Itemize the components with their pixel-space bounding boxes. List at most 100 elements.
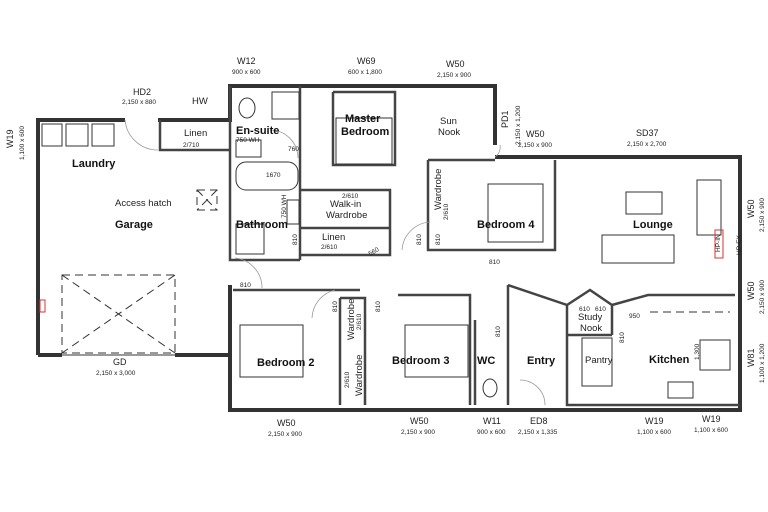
toilet-icon bbox=[238, 97, 256, 119]
room-sun-2: Nook bbox=[438, 127, 460, 138]
dim-560: 560 bbox=[368, 246, 381, 258]
window-size: 1,100 x 600 bbox=[637, 429, 671, 436]
study-610a: 610 bbox=[579, 306, 590, 313]
window-code: W69 bbox=[357, 56, 376, 66]
room-linen: Linen bbox=[184, 128, 207, 139]
room-bedroom-3: Bedroom 3 bbox=[392, 355, 449, 367]
bath-icon bbox=[235, 161, 299, 191]
meter-box-icon bbox=[39, 299, 46, 313]
laundry-tub bbox=[41, 123, 63, 147]
room-bedroom-4: Bedroom 4 bbox=[477, 219, 535, 231]
walkin-dim: 2/610 bbox=[342, 193, 359, 200]
window-size: 900 x 600 bbox=[232, 69, 261, 76]
room-bedroom-2: Bedroom 2 bbox=[257, 357, 314, 369]
fixtures bbox=[39, 91, 731, 399]
window-size: 2,150 x 900 bbox=[437, 72, 471, 79]
window-code: W19 bbox=[702, 414, 721, 424]
room-lounge: Lounge bbox=[633, 219, 673, 231]
sofa-icon bbox=[601, 234, 675, 264]
room-study-2: Nook bbox=[580, 323, 602, 334]
door-size: 2,150 x 3,000 bbox=[96, 370, 136, 377]
door-size: 2,150 x 2,700 bbox=[627, 141, 667, 148]
dim-760: 760 bbox=[288, 146, 299, 153]
access-hatch-icon bbox=[196, 189, 218, 211]
window-code: W19 bbox=[5, 129, 15, 148]
window-code: W50 bbox=[746, 199, 756, 218]
toilet-icon bbox=[482, 378, 498, 398]
dim-810-bath: 810 bbox=[292, 234, 299, 245]
access-hatch-label: Access hatch bbox=[115, 198, 172, 209]
room-study-1: Study bbox=[578, 312, 603, 323]
linen-dim: 2/710 bbox=[183, 142, 200, 149]
dim-1300: 1,300 bbox=[694, 343, 701, 360]
window-size: 2,150 x 880 bbox=[122, 99, 156, 106]
wardrobe-2b-dim: 2/610 bbox=[344, 371, 351, 388]
room-sun-1: Sun bbox=[440, 116, 457, 127]
bath-wh: 750 WH bbox=[281, 194, 288, 218]
room-bathroom: Bathroom bbox=[236, 219, 288, 231]
dim-810: 810 bbox=[416, 234, 423, 245]
window-code: W11 bbox=[483, 416, 501, 426]
room-master-1: Master bbox=[345, 113, 381, 125]
washing-machine bbox=[65, 123, 89, 147]
linen-2-dim: 2/610 bbox=[321, 244, 338, 251]
coffee-table-icon bbox=[625, 191, 663, 215]
dim-810: 810 bbox=[489, 259, 500, 266]
window-size: 2,150 x 900 bbox=[268, 431, 302, 438]
window-size: 2,150 x 900 bbox=[518, 142, 552, 149]
window-labels: W19 1,100 x 600 HD2 2,150 x 880 W12 900 … bbox=[5, 56, 766, 438]
hp-in-label: HP-IN bbox=[715, 234, 722, 252]
window-code: W50 bbox=[526, 129, 545, 139]
room-entry: Entry bbox=[527, 355, 556, 367]
window-size: 2,150 x 900 bbox=[401, 429, 435, 436]
room-wardrobe-2b: Wardrobe bbox=[354, 355, 365, 396]
window-code: W12 bbox=[237, 56, 256, 66]
dim-810: 810 bbox=[435, 234, 442, 245]
window-size: 900 x 600 bbox=[477, 429, 506, 436]
door-code: PD1 bbox=[500, 110, 510, 128]
interior-walls bbox=[158, 86, 740, 407]
bed-icon bbox=[487, 183, 544, 243]
window-code: W19 bbox=[645, 416, 664, 426]
heat-pump-icon bbox=[714, 229, 724, 259]
room-garage: Garage bbox=[115, 219, 153, 231]
study-610b: 610 bbox=[595, 306, 606, 313]
window-size: 1,100 x 1,200 bbox=[759, 343, 766, 383]
bed-icon bbox=[335, 117, 393, 165]
room-wc: WC bbox=[477, 355, 495, 367]
door-size: 2,150 x 1,335 bbox=[518, 429, 558, 436]
room-linen-2: Linen bbox=[322, 232, 345, 243]
dim-810: 810 bbox=[240, 282, 251, 289]
window-size: 2,150 x 900 bbox=[759, 280, 766, 314]
room-wardrobe-4: Wardrobe bbox=[433, 169, 444, 210]
garage-door-tracks bbox=[61, 274, 176, 354]
bed-icon bbox=[404, 324, 469, 378]
room-ensuite: En-suite bbox=[236, 125, 279, 137]
window-code: W81 bbox=[746, 348, 756, 367]
wardrobe-2a-dim: 2/610 bbox=[356, 313, 363, 330]
window-code: W50 bbox=[446, 59, 465, 69]
window-size: 2,150 x 900 bbox=[759, 198, 766, 232]
room-laundry: Laundry bbox=[72, 158, 116, 170]
dim-810: 810 bbox=[375, 301, 382, 312]
door-code: ED8 bbox=[530, 416, 548, 426]
door-size: 2,150 x 1,200 bbox=[515, 105, 522, 145]
shower-icon bbox=[271, 91, 300, 120]
bed-icon bbox=[239, 324, 304, 378]
window-code: W50 bbox=[410, 416, 429, 426]
bath-length: 1670 bbox=[266, 172, 281, 179]
dim-810: 810 bbox=[332, 301, 339, 312]
window-size: 600 x 1,800 bbox=[348, 69, 382, 76]
sink-icon bbox=[699, 339, 731, 371]
room-wardrobe-2a: Wardrobe bbox=[346, 299, 357, 340]
basin-icon bbox=[235, 139, 262, 158]
shower-icon bbox=[235, 223, 265, 255]
door-code: GD bbox=[113, 357, 127, 367]
room-kitchen: Kitchen bbox=[649, 354, 690, 366]
room-pantry: Pantry bbox=[585, 355, 613, 366]
window-code: W50 bbox=[746, 281, 756, 300]
window-size: 1,100 x 600 bbox=[19, 126, 26, 160]
window-code: HD2 bbox=[133, 87, 151, 97]
basin-icon bbox=[286, 199, 300, 225]
